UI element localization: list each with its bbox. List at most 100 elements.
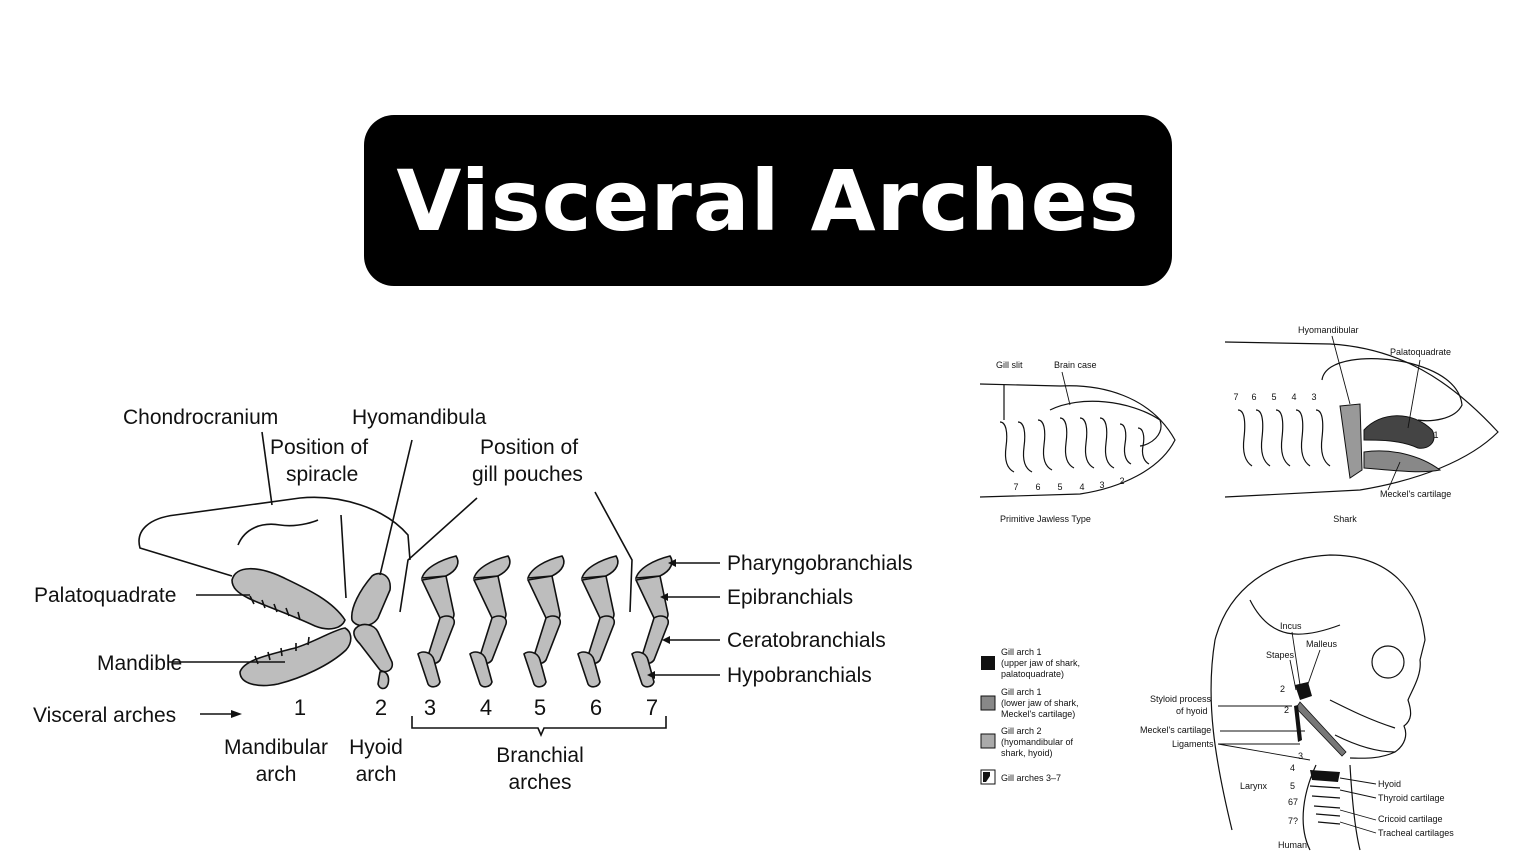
shark-panel: Hyomandibular Palatoquadrate Meckel's ca… (1224, 325, 1499, 524)
label-branchial-2: arches (508, 771, 571, 794)
shark-num-4: 4 (1291, 392, 1296, 402)
left-diagram-labels: Chondrocranium Hyomandibula Position of … (33, 406, 913, 794)
jawless-panel: Gill slit Brain case 7 6 5 4 3 2 Primiti… (979, 360, 1176, 524)
jawless-num-4: 4 (1079, 482, 1084, 492)
branchial-arch-3 (417, 555, 459, 688)
shark-palatoquadrate: Palatoquadrate (1390, 347, 1451, 357)
legend-2-line1: Gill arch 1 (1001, 687, 1042, 697)
jawless-gill-slit: Gill slit (996, 360, 1023, 370)
label-epibranchials: Epibranchials (727, 586, 853, 609)
jawless-num-7: 7 (1013, 482, 1018, 492)
label-gill-pouches-2: gill pouches (472, 463, 583, 486)
legend-swatch-1 (981, 656, 995, 670)
human-stapes: Stapes (1266, 650, 1295, 660)
shark-caption: Shark (1333, 514, 1357, 524)
page-title: Visceral Arches (396, 151, 1140, 250)
human-styloid-1: Styloid process (1150, 694, 1212, 704)
human-thyroid: Thyroid cartilage (1378, 793, 1445, 803)
label-ceratobranchials: Ceratobranchials (727, 629, 886, 652)
palatoquadrate-shape (231, 567, 346, 630)
label-visceral-arches: Visceral arches (33, 704, 176, 727)
jawless-brain-case: Brain case (1054, 360, 1097, 370)
arch-number-1: 1 (294, 695, 306, 720)
legend-2-line3: Meckel's cartilage) (1001, 709, 1075, 719)
shark-num-5: 5 (1271, 392, 1276, 402)
label-spiracle-1: Position of (270, 436, 368, 459)
arch-number-6: 6 (590, 695, 602, 720)
label-palatoquadrate: Palatoquadrate (34, 584, 176, 607)
legend-swatch-2 (980, 695, 996, 711)
branchial-arch-6 (577, 555, 619, 688)
label-spiracle-2: spiracle (286, 463, 358, 486)
human-num-77: 7? (1288, 816, 1298, 826)
legend-swatch-3 (980, 733, 996, 749)
human-num-67: 67 (1288, 797, 1298, 807)
legend-3-line1: Gill arch 2 (1001, 726, 1042, 736)
hyoid-arch (350, 572, 394, 690)
human-num-2b: 2 (1284, 705, 1289, 715)
hyomandibula-shape (350, 572, 391, 627)
hypohyal-shape (377, 670, 390, 690)
label-branchial-1: Branchial (496, 744, 584, 767)
mandible-shape (239, 627, 352, 687)
shark-meckels: Meckel's cartilage (1380, 489, 1451, 499)
jawless-num-2: 2 (1119, 476, 1124, 486)
arch-number-4: 4 (480, 695, 492, 720)
human-num-4: 4 (1290, 763, 1295, 773)
legend-4-line1: Gill arches 3–7 (1001, 773, 1061, 783)
human-incus: Incus (1280, 621, 1302, 631)
human-styloid-2: of hyoid (1176, 706, 1208, 716)
legend-1-line1: Gill arch 1 (1001, 647, 1042, 657)
human-tracheal: Tracheal cartilages (1378, 828, 1454, 838)
chondrocranium-shape (138, 496, 411, 577)
human-num-3: 3 (1298, 751, 1303, 761)
human-num-5: 5 (1290, 781, 1295, 791)
shark-num-6: 6 (1251, 392, 1256, 402)
legend-3-line2: (hyomandibular of (1001, 737, 1074, 747)
arch-number-3: 3 (424, 695, 436, 720)
human-larynx: Larynx (1240, 781, 1268, 791)
human-panel: Incus Malleus Stapes Styloid process of … (1140, 554, 1454, 851)
shark-num-3: 3 (1311, 392, 1316, 402)
label-mandible: Mandible (97, 652, 182, 675)
mandibular-arch (231, 567, 352, 687)
human-cricoid: Cricoid cartilage (1378, 814, 1443, 824)
legend: Gill arch 1 (upper jaw of shark, palatoq… (980, 647, 1080, 785)
legend-1-line3: palatoquadrate) (1001, 669, 1064, 679)
label-gill-pouches-1: Position of (480, 436, 578, 459)
human-num-2a: 2 (1280, 684, 1285, 694)
jawless-num-6: 6 (1035, 482, 1040, 492)
label-mandibular-1: Mandibular (224, 736, 328, 759)
arch-numbers: 1 2 3 4 5 6 7 (294, 695, 658, 720)
label-hyoid-1: Hyoid (349, 736, 403, 759)
legend-3-line3: shark, hyoid) (1001, 748, 1053, 758)
jawless-num-5: 5 (1057, 482, 1062, 492)
arch-number-5: 5 (534, 695, 546, 720)
label-hyoid-2: arch (356, 763, 397, 786)
jawless-num-3: 3 (1099, 480, 1104, 490)
branchial-arch-4 (469, 555, 511, 688)
legend-2-line2: (lower jaw of shark, (1001, 698, 1079, 708)
shark-num-1: 1 (1433, 430, 1438, 440)
human-hyoid: Hyoid (1378, 779, 1401, 789)
jawless-caption: Primitive Jawless Type (1000, 514, 1091, 524)
branchial-arches (417, 555, 673, 688)
label-hypobranchials: Hypobranchials (727, 664, 872, 687)
branchial-bracket (411, 716, 667, 738)
label-hyomandibula: Hyomandibula (352, 406, 487, 429)
ceratohyal-shape (353, 623, 394, 673)
arch-number-2: 2 (375, 695, 387, 720)
human-caption: Human (1278, 840, 1307, 850)
shark-num-7: 7 (1233, 392, 1238, 402)
arch-number-7: 7 (646, 695, 658, 720)
label-mandibular-2: arch (256, 763, 297, 786)
branchial-arch-7 (631, 555, 673, 688)
human-ligaments: Ligaments (1172, 739, 1214, 749)
human-malleus: Malleus (1306, 639, 1338, 649)
human-meckels: Meckel's cartilage (1140, 725, 1211, 735)
label-chondrocranium: Chondrocranium (123, 406, 278, 429)
branchial-arch-5 (523, 555, 565, 688)
legend-1-line2: (upper jaw of shark, (1001, 658, 1080, 668)
shark-hyomandibular: Hyomandibular (1298, 325, 1359, 335)
